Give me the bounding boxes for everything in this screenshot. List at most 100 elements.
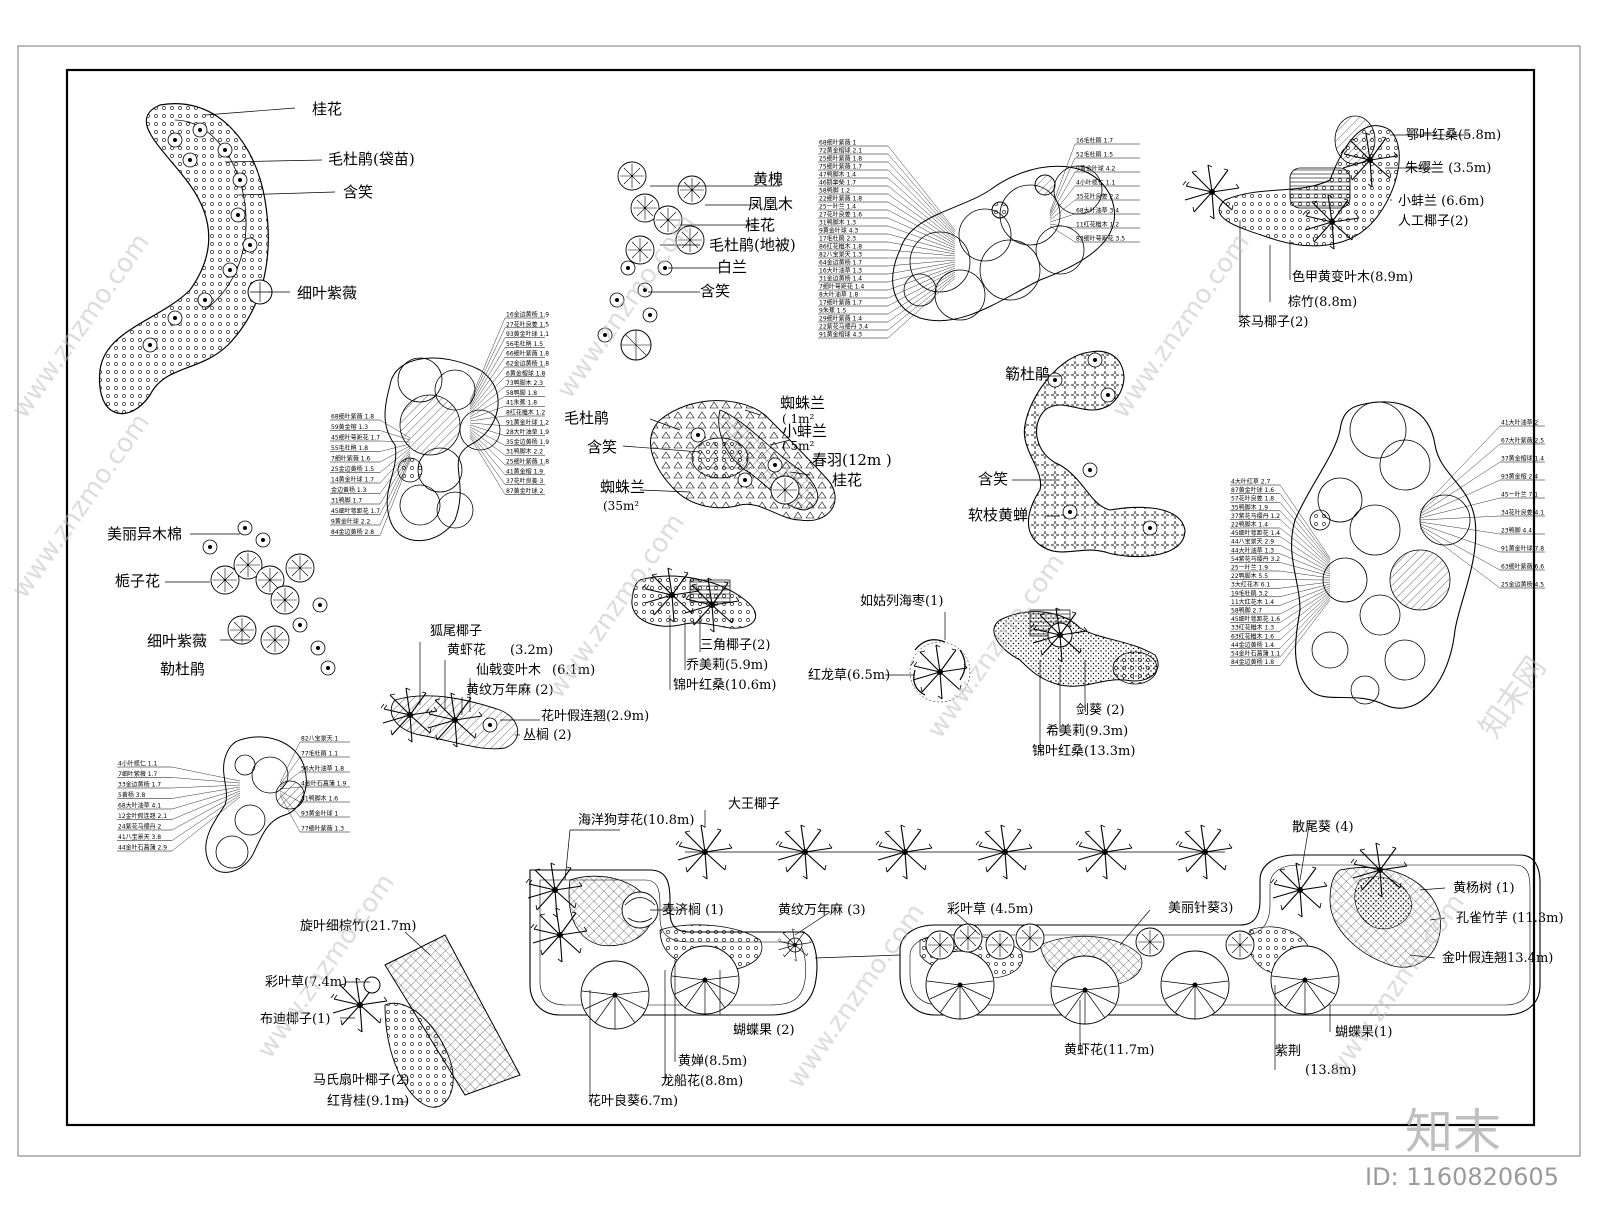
note-leader	[171, 794, 241, 841]
planting-note: 58鸭脚 1.2	[819, 187, 850, 195]
planting-note: 44八宝景天 2.9	[1231, 538, 1274, 546]
planting-note: 12金叶假连翘 2.1	[118, 812, 167, 820]
planting-note: 82八宝景天 1	[301, 735, 339, 743]
planting-note: 41八宝景天 3.8	[118, 833, 161, 841]
watermark-site-3: www.znzmo.com	[551, 208, 701, 404]
label-zijing-qty: (13.8m)	[1305, 1063, 1356, 1078]
note-leader	[469, 406, 506, 420]
note-leader	[469, 386, 506, 416]
note-leader	[279, 771, 301, 788]
note-leader	[1049, 199, 1076, 221]
label-hongbeigui: 红背桂(9.1m)	[327, 1093, 409, 1109]
planting-note: 91黄金榕球 4.3	[819, 331, 862, 339]
planting-note: 22细叶紫薇 1.8	[819, 195, 862, 203]
planting-note: 68细叶紫薇 1	[819, 139, 857, 147]
label-rengong-yezi: 人工椰子(2)	[1398, 214, 1468, 229]
note-leader	[1419, 461, 1501, 515]
planting-note: 35鸭脚木 1.9	[1231, 503, 1268, 511]
label-maodujuan-c: 毛杜鹃	[564, 409, 609, 427]
label-xuanye-xizongzhu: 旋叶细棕竹(21.7m)	[300, 919, 416, 934]
note-leader	[1419, 515, 1501, 521]
label-huangyang: 黄杨树 (1)	[1453, 881, 1515, 896]
planting-note: 73鸭脚木 2.3	[506, 379, 543, 387]
note-leader	[171, 792, 241, 831]
planting-note: 3大红花木 6.1	[1231, 581, 1270, 589]
planting-note: 33金边黄杨 1.7	[118, 781, 161, 789]
note-leader	[1279, 519, 1331, 567]
note-leader	[1279, 527, 1331, 569]
note-leader	[1419, 527, 1501, 589]
planting-note: 14黄金叶球 1.7	[331, 476, 374, 484]
label-guihua-c: 桂花	[832, 471, 862, 489]
label-guihua: 桂花	[312, 100, 342, 118]
note-leader	[1279, 593, 1331, 640]
note-leader	[1279, 502, 1331, 563]
note-leader	[379, 459, 411, 536]
note-leader	[379, 445, 411, 463]
label-conglv: 丛榈 (2)	[523, 728, 572, 743]
note-leader	[1279, 595, 1331, 649]
label-hanxiao-b: 含笑	[700, 282, 730, 300]
planting-note: 27花叶良姜 1.5	[506, 320, 549, 328]
plan-crescent-bed	[98, 103, 336, 415]
planting-note: 83细叶萼距花 3.5	[1076, 235, 1125, 243]
note-leader	[279, 756, 301, 786]
planting-note: 37黄金榕球 1.4	[1501, 455, 1544, 463]
note-leader	[1279, 536, 1331, 571]
note-leader	[887, 241, 956, 255]
label-hudieguo-a: 蝴蝶果 (2)	[733, 1023, 795, 1038]
label-huangxiahua-a: 黄虾花	[447, 642, 486, 658]
planting-note: 86红花檵木 1.8	[819, 243, 862, 251]
label-meili-yimumian: 美丽异木棉	[107, 525, 182, 543]
note-leader	[469, 434, 506, 485]
label-sanjiao-yezi: 三角椰子(2)	[700, 638, 770, 653]
label-xianzhan-qty: (6.1m)	[552, 663, 595, 678]
planting-note: 41大叶油草 2	[1501, 419, 1539, 427]
note-leader	[887, 209, 956, 247]
note-leader	[171, 784, 241, 789]
planting-note: 19毛杜鹃 3.2	[1231, 589, 1268, 597]
planting-note: 17细叶紫薇 1.7	[819, 299, 862, 307]
planting-note: 8红花檵木 1.2	[506, 409, 545, 417]
planting-note: 68大叶油草 4.1	[118, 802, 161, 810]
note-leader	[379, 451, 411, 494]
planting-note: 67大叶紫薇 2.5	[1501, 437, 1544, 445]
label-huangxiahua-a-qty: (3.2m)	[510, 643, 553, 658]
label-zongzhu: 棕竹(8.8m)	[1288, 295, 1357, 310]
label-caiyecao-b: 彩叶草(7.4m)	[265, 975, 347, 990]
planting-note: 25细叶紫薇 1.8	[819, 155, 862, 163]
note-leader	[469, 432, 506, 475]
planting-note: 16毛杜鹃 1.7	[1076, 137, 1113, 145]
note-leader	[887, 193, 956, 243]
note-leader	[469, 415, 506, 422]
note-leader	[1419, 497, 1501, 519]
label-huangwen-wannianma-b: 黄纹万年麻 (3)	[778, 903, 866, 918]
note-leader	[469, 317, 506, 402]
note-leader	[887, 169, 956, 237]
note-leader	[469, 422, 506, 426]
planting-note: 75细叶紫薇 1.7	[819, 163, 862, 171]
note-leader	[469, 366, 506, 412]
planting-note: 29细叶紫薇 1.4	[819, 315, 862, 323]
label-kongque-zhuyu: 孔雀竹芋 (11.3m)	[1456, 911, 1564, 926]
note-leader	[1049, 225, 1076, 243]
plan-palm-strip	[380, 642, 540, 750]
planting-note: 46鹅掌柴 1.7	[819, 179, 856, 187]
planting-note: 6黄金榕球 1.8	[506, 369, 545, 377]
label-hanxiao-a: 含笑	[343, 183, 373, 201]
label-caiyecao-a: 彩叶草 (4.5m)	[947, 902, 1033, 917]
label-hudieguo-b: 蝴蝶果(1)	[1335, 1025, 1392, 1040]
outer-sheet-border	[17, 45, 1581, 1157]
label-lejuan-b: 勒杜鹃	[160, 660, 205, 678]
planting-note: 87黄金叶球 1.6	[1231, 486, 1274, 494]
planting-note: 45一叶兰 7.1	[1501, 491, 1538, 499]
note-leader	[1279, 599, 1331, 666]
note-leader	[379, 430, 411, 441]
planting-note: 11大红花木 1.4	[1231, 598, 1274, 606]
planting-note: 31鸭脚木 2.2	[506, 448, 543, 456]
plan-palm-bed-center	[631, 567, 757, 690]
label-honglongcao: 红龙草(6.5m)	[808, 667, 890, 683]
label-xiaobanlan: 小蚌兰 (6.6m)	[1398, 194, 1484, 209]
label-guihua-b: 桂花	[745, 216, 775, 234]
